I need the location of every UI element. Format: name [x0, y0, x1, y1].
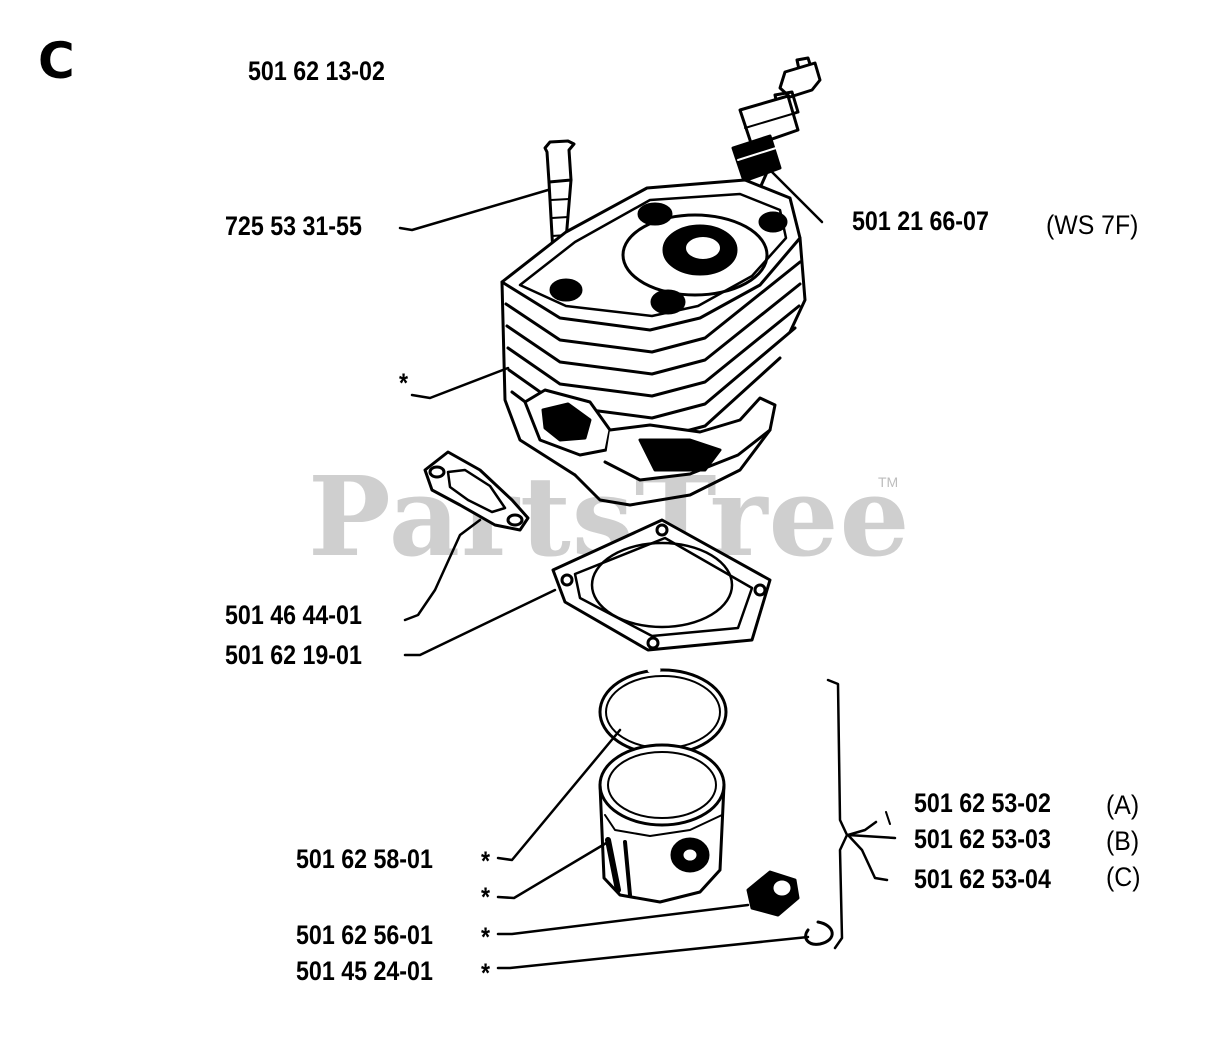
leader-lines: [398, 168, 897, 970]
label-piston-kit-a: 501 62 53-02: [914, 788, 1051, 818]
cylinder-drawing: [500, 178, 807, 507]
piston-ring-drawing: [598, 667, 728, 756]
label-piston-ring-marker: *: [481, 846, 491, 876]
label-muffler-gasket: 501 46 44-01: [225, 600, 362, 630]
section-letter: C: [38, 32, 75, 90]
spark-plug-drawing: [731, 56, 822, 194]
label-piston-kit-b: 501 62 53-03: [914, 824, 1051, 854]
label-circlip: 501 45 24-01: [296, 956, 433, 986]
label-piston-kit-c: 501 62 53-04: [914, 864, 1051, 894]
label-piston-kit-b-variant: (B): [1106, 826, 1140, 856]
cylinder-gasket-drawing: [551, 518, 772, 652]
muffler-gasket-drawing: [423, 450, 530, 532]
piston-drawing: [598, 743, 726, 904]
label-screw: 725 53 31-55: [225, 211, 362, 241]
label-piston-kit-a-variant: (A): [1106, 790, 1140, 820]
label-needle-bearing: 501 62 56-01: [296, 920, 433, 950]
label-piston-kit-c-variant: (C): [1106, 862, 1141, 892]
needle-bearing-drawing: [746, 870, 800, 917]
circlip-drawing: [804, 920, 834, 946]
watermark-trademark: TM: [878, 474, 899, 490]
label-circlip-marker: *: [481, 958, 491, 988]
label-cylinder-gasket: 501 62 19-01: [225, 640, 362, 670]
label-spark-plug-note: (WS 7F): [1046, 210, 1139, 240]
label-cylinder-marker: *: [399, 368, 409, 398]
label-piston-ring: 501 62 58-01: [296, 844, 433, 874]
assembly-number: 501 62 13-02: [248, 56, 385, 86]
label-needle-bearing-marker: *: [481, 922, 491, 952]
label-spark-plug: 501 21 66-07: [852, 206, 989, 236]
label-piston-marker: *: [481, 882, 491, 912]
